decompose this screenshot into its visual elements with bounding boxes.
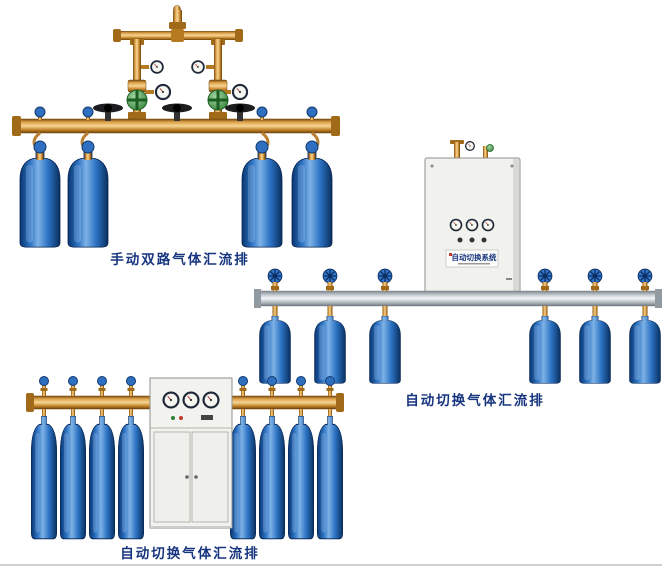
pressure-gauge-icon xyxy=(149,59,165,75)
cylinder-connection xyxy=(255,106,270,160)
gas-cylinder xyxy=(30,416,58,540)
gas-cylinder xyxy=(67,152,109,248)
gas-cylinder xyxy=(529,316,561,384)
cabinet-label: 自动切换系统 xyxy=(452,252,497,262)
valve-handwheel-icon xyxy=(637,268,653,284)
regulator-left xyxy=(126,59,172,111)
cabinet-door-left xyxy=(153,431,191,523)
pressure-gauge-icon xyxy=(154,83,172,101)
gas-cylinder xyxy=(287,416,315,540)
cylinder-station xyxy=(117,376,145,540)
pressure-gauge-icon xyxy=(231,83,249,101)
regulator-right xyxy=(190,59,249,111)
product-auto-switch-manifold: 自动切换系统 xyxy=(250,140,662,408)
product-manual-dual-manifold: 手动双路气体汇流排 xyxy=(0,0,350,268)
cylinder-station xyxy=(579,268,611,384)
page-bottom-border xyxy=(0,564,662,566)
pressure-gauge-icon xyxy=(465,218,479,232)
valve-handwheel-icon xyxy=(267,268,283,284)
auto-switch-manifold-image: 自动切换系统 xyxy=(254,140,662,384)
control-cabinet xyxy=(149,377,233,529)
cylinder-station xyxy=(59,376,87,540)
cylinder-station xyxy=(88,376,116,540)
product-caption: 自动切换气体汇流排 xyxy=(405,393,545,408)
pressure-gauge-icon xyxy=(464,140,476,152)
valve-handwheel-icon xyxy=(537,268,553,284)
cabinet-door-right xyxy=(191,431,229,523)
cylinder-connection xyxy=(305,106,320,160)
valve-handwheel-icon xyxy=(322,268,338,284)
gas-cylinder xyxy=(229,416,257,540)
control-cabinet: 自动切换系统 xyxy=(424,157,521,299)
cylinder-station xyxy=(316,376,344,540)
gas-cylinder xyxy=(369,316,401,384)
gas-cylinder xyxy=(258,416,286,540)
indicator-light-red xyxy=(179,416,183,420)
pressure-gauge-icon xyxy=(449,218,463,232)
cabinet-top-pipes xyxy=(450,140,494,158)
pressure-gauge-icon xyxy=(161,390,181,410)
pressure-gauge-icon xyxy=(481,218,495,232)
valve-handwheel-icon xyxy=(587,268,603,284)
cylinder-station xyxy=(529,268,561,384)
product-caption: 自动切换气体汇流排 xyxy=(120,546,260,561)
shutoff-valve-right xyxy=(225,103,255,121)
cabinet-nameplate xyxy=(445,249,499,268)
product-auto-switch-manifold-2: 自动切换气体汇流排 xyxy=(15,372,360,572)
switch xyxy=(201,415,213,420)
door-handle xyxy=(185,475,189,479)
pressure-gauge-icon xyxy=(201,390,221,410)
gas-cylinder xyxy=(59,416,87,540)
cylinder-station xyxy=(259,268,291,384)
gas-cylinder xyxy=(117,416,145,540)
cylinder-connection xyxy=(32,106,47,160)
pressure-gauge-icon xyxy=(181,390,201,410)
manual-dual-manifold-image xyxy=(12,5,340,248)
shutoff-valve-center xyxy=(162,103,192,121)
valve-handwheel-icon xyxy=(377,268,393,284)
pressure-gauge-icon xyxy=(190,59,206,75)
cylinder-station xyxy=(314,268,346,384)
gas-cylinder xyxy=(88,416,116,540)
top-header-pipe xyxy=(113,5,243,42)
door-handle xyxy=(194,475,198,479)
manifold-bar xyxy=(254,289,662,308)
gas-cylinder xyxy=(579,316,611,384)
cylinder-station xyxy=(258,376,286,540)
gas-cylinder xyxy=(316,416,344,540)
cylinder-station xyxy=(229,376,257,540)
cylinder-station xyxy=(287,376,315,540)
shutoff-valve-left xyxy=(93,103,123,121)
product-caption: 手动双路气体汇流排 xyxy=(110,252,250,267)
cylinder-station xyxy=(30,376,58,540)
cylinder-station xyxy=(629,268,661,384)
indicator-light-green xyxy=(171,416,175,420)
cylinder-connection xyxy=(80,106,95,160)
auto-switch-manifold-2-image xyxy=(26,376,344,540)
gas-cylinder xyxy=(629,316,661,384)
cabinet-handle xyxy=(506,278,512,280)
gas-cylinder xyxy=(19,152,61,248)
cylinder-station xyxy=(369,268,401,384)
